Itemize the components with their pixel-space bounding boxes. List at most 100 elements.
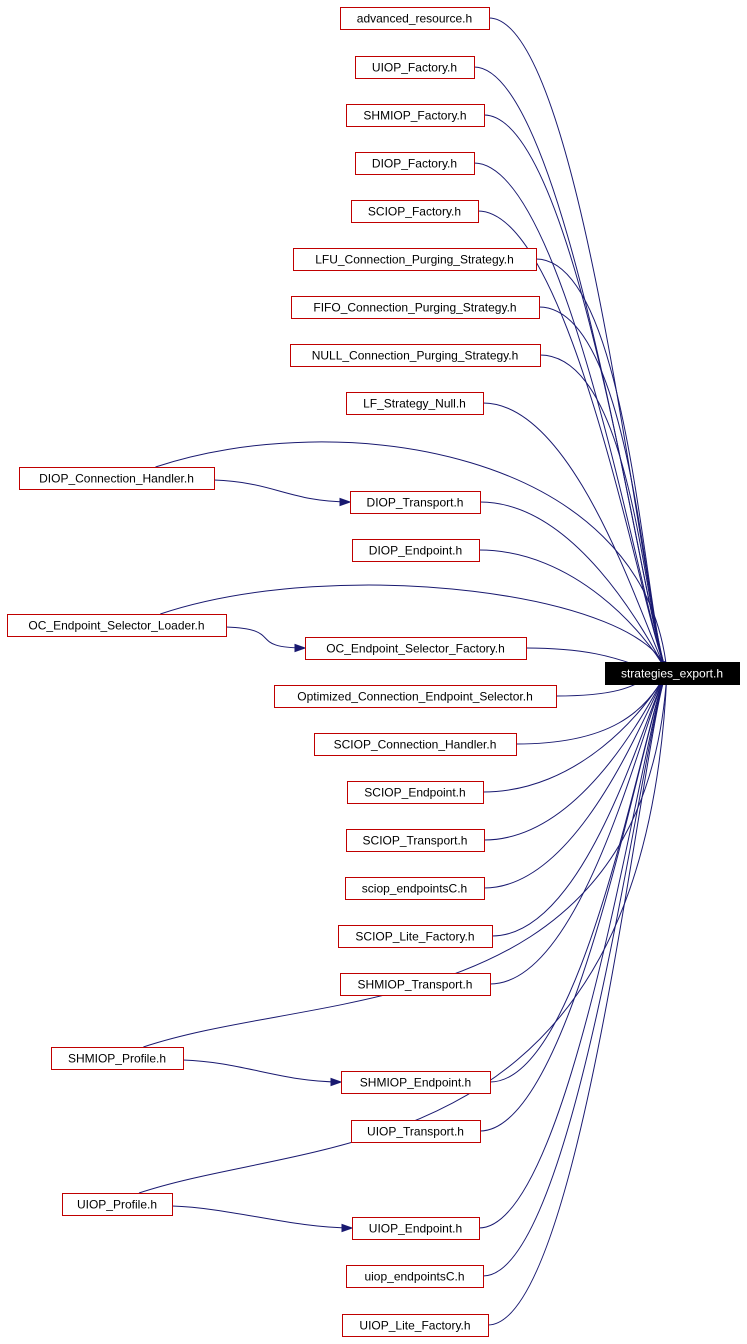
- node-UIOP_Lite_Factory[interactable]: UIOP_Lite_Factory.h: [342, 1314, 489, 1337]
- node-SHMIOP_Endpoint[interactable]: SHMIOP_Endpoint.h: [341, 1071, 491, 1094]
- node-UIOP_Transport[interactable]: UIOP_Transport.h: [351, 1120, 481, 1143]
- node-SHMIOP_Profile[interactable]: SHMIOP_Profile.h: [51, 1047, 184, 1070]
- node-label: SCIOP_Endpoint.h: [364, 786, 465, 800]
- node-OC_Endpoint_Selector_Factory[interactable]: OC_Endpoint_Selector_Factory.h: [305, 637, 527, 660]
- node-box: [342, 1314, 489, 1337]
- node-label: FIFO_Connection_Purging_Strategy.h: [313, 301, 516, 315]
- node-label: LFU_Connection_Purging_Strategy.h: [315, 253, 514, 267]
- node-SCIOP_Lite_Factory[interactable]: SCIOP_Lite_Factory.h: [338, 925, 493, 948]
- arrowhead-SHMIOP_Profile-to-SHMIOP_Endpoint: [330, 1077, 343, 1087]
- node-label: UIOP_Endpoint.h: [369, 1222, 462, 1236]
- node-box: [350, 491, 481, 514]
- nodes-layer: advanced_resource.hUIOP_Factory.hSHMIOP_…: [7, 7, 740, 1337]
- edge-FIFO_Connection_Purging_Strategy-to-strategies_export: [538, 306, 668, 673]
- node-box: [345, 877, 485, 900]
- node-box: [338, 925, 493, 948]
- node-box: [355, 152, 475, 175]
- node-box: [293, 248, 537, 271]
- node-label: Optimized_Connection_Endpoint_Selector.h: [297, 690, 533, 704]
- arrowhead-UIOP_Profile-to-UIOP_Endpoint: [341, 1223, 354, 1233]
- edge-SHMIOP_Factory-to-strategies_export: [483, 114, 668, 673]
- node-label: SHMIOP_Profile.h: [68, 1052, 166, 1066]
- edge-uiop_endpointsC-to-strategies_export: [482, 671, 668, 1277]
- node-DIOP_Endpoint[interactable]: DIOP_Endpoint.h: [352, 539, 480, 562]
- node-box: [314, 733, 517, 756]
- node-label: DIOP_Factory.h: [372, 157, 457, 171]
- edge-UIOP_Profile-to-UIOP_Endpoint: [171, 1205, 353, 1229]
- node-DIOP_Connection_Handler[interactable]: DIOP_Connection_Handler.h: [19, 467, 215, 490]
- node-box: [355, 56, 475, 79]
- node-box: [274, 685, 557, 708]
- node-box: [352, 1217, 480, 1240]
- node-box: [346, 104, 485, 127]
- node-label: SCIOP_Lite_Factory.h: [355, 930, 474, 944]
- edge-DIOP_Endpoint-to-strategies_export: [478, 549, 668, 673]
- node-label: UIOP_Profile.h: [77, 1198, 157, 1212]
- node-SCIOP_Transport[interactable]: SCIOP_Transport.h: [346, 829, 485, 852]
- node-label: UIOP_Transport.h: [367, 1125, 464, 1139]
- node-label: DIOP_Transport.h: [367, 496, 464, 510]
- node-NULL_Connection_Purging_Strategy[interactable]: NULL_Connection_Purging_Strategy.h: [290, 344, 541, 367]
- node-box: [51, 1047, 184, 1070]
- node-LFU_Connection_Purging_Strategy[interactable]: LFU_Connection_Purging_Strategy.h: [293, 248, 537, 271]
- target-node-strategies-export[interactable]: strategies_export.h: [605, 662, 740, 685]
- node-UIOP_Endpoint[interactable]: UIOP_Endpoint.h: [352, 1217, 480, 1240]
- node-box: [346, 392, 484, 415]
- edge-UIOP_Transport-to-strategies_export: [479, 671, 668, 1132]
- node-box: [341, 1071, 491, 1094]
- node-label: SCIOP_Transport.h: [363, 834, 468, 848]
- node-SHMIOP_Factory[interactable]: SHMIOP_Factory.h: [346, 104, 485, 127]
- edge-DIOP_Transport-to-strategies_export: [479, 501, 668, 673]
- node-label: UIOP_Lite_Factory.h: [359, 1319, 470, 1333]
- node-box: [351, 1120, 481, 1143]
- node-box: [19, 467, 215, 490]
- node-OC_Endpoint_Selector_Loader[interactable]: OC_Endpoint_Selector_Loader.h: [7, 614, 227, 637]
- node-box: [346, 1265, 484, 1288]
- node-DIOP_Transport[interactable]: DIOP_Transport.h: [350, 491, 481, 514]
- node-SCIOP_Connection_Handler[interactable]: SCIOP_Connection_Handler.h: [314, 733, 517, 756]
- node-box: [340, 973, 491, 996]
- node-label: advanced_resource.h: [357, 12, 472, 26]
- arrowhead-DIOP_Connection_Handler-to-DIOP_Transport: [339, 497, 352, 507]
- node-box: [351, 200, 479, 223]
- node-label: DIOP_Endpoint.h: [369, 544, 462, 558]
- node-SCIOP_Endpoint[interactable]: SCIOP_Endpoint.h: [347, 781, 484, 804]
- node-FIFO_Connection_Purging_Strategy[interactable]: FIFO_Connection_Purging_Strategy.h: [291, 296, 540, 319]
- node-UIOP_Profile[interactable]: UIOP_Profile.h: [62, 1193, 173, 1216]
- node-box: [340, 7, 490, 30]
- edge-SHMIOP_Profile-to-strategies_export: [143, 671, 668, 1048]
- node-box: [305, 637, 527, 660]
- edge-DIOP_Connection_Handler-to-strategies_export: [155, 441, 668, 673]
- edge-SHMIOP_Profile-to-SHMIOP_Endpoint: [182, 1059, 342, 1083]
- node-SCIOP_Factory[interactable]: SCIOP_Factory.h: [351, 200, 479, 223]
- edge-OC_Endpoint_Selector_Loader-to-OC_Endpoint_Selector_Factory: [225, 626, 306, 649]
- edge-SHMIOP_Transport-to-strategies_export: [489, 671, 668, 985]
- node-box: [7, 614, 227, 637]
- node-box: [347, 781, 484, 804]
- node-label: OC_Endpoint_Selector_Factory.h: [326, 642, 505, 656]
- node-sciop_endpointsC[interactable]: sciop_endpointsC.h: [345, 877, 485, 900]
- node-box: [352, 539, 480, 562]
- node-label: SHMIOP_Factory.h: [363, 109, 466, 123]
- node-box: [62, 1193, 173, 1216]
- edge-sciop_endpointsC-to-strategies_export: [483, 671, 668, 889]
- edge-SCIOP_Factory-to-strategies_export: [477, 210, 668, 673]
- node-label: sciop_endpointsC.h: [362, 882, 467, 896]
- node-LF_Strategy_Null[interactable]: LF_Strategy_Null.h: [346, 392, 484, 415]
- node-DIOP_Factory[interactable]: DIOP_Factory.h: [355, 152, 475, 175]
- node-advanced_resource[interactable]: advanced_resource.h: [340, 7, 490, 30]
- edge-OC_Endpoint_Selector_Loader-to-strategies_export: [160, 584, 668, 673]
- node-UIOP_Factory[interactable]: UIOP_Factory.h: [355, 56, 475, 79]
- edge-LF_Strategy_Null-to-strategies_export: [482, 402, 668, 673]
- node-label: LF_Strategy_Null.h: [363, 397, 466, 411]
- target-node-label: strategies_export.h: [621, 667, 723, 681]
- node-label: DIOP_Connection_Handler.h: [39, 472, 194, 486]
- node-box: [291, 296, 540, 319]
- node-Optimized_Connection_Endpoint_Selector[interactable]: Optimized_Connection_Endpoint_Selector.h: [274, 685, 557, 708]
- node-SHMIOP_Transport[interactable]: SHMIOP_Transport.h: [340, 973, 491, 996]
- node-uiop_endpointsC[interactable]: uiop_endpointsC.h: [346, 1265, 484, 1288]
- node-label: UIOP_Factory.h: [372, 61, 457, 75]
- node-label: SHMIOP_Transport.h: [358, 978, 473, 992]
- arrowhead-OC_Endpoint_Selector_Loader-to-OC_Endpoint_Selector_Factory: [294, 643, 307, 653]
